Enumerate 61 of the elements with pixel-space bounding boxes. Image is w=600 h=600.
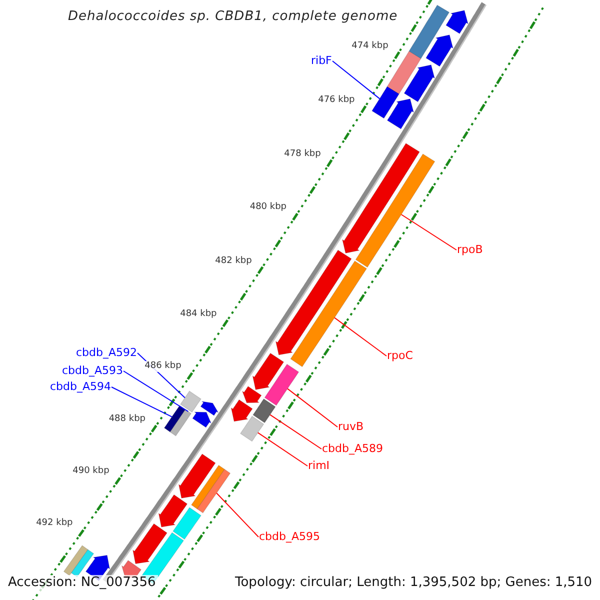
scale-label: 474 kbp <box>352 41 388 52</box>
gene-feature <box>158 494 188 528</box>
gene-label: ruvB <box>338 420 364 434</box>
gene-feature <box>230 399 253 422</box>
gene-label: ribF <box>311 54 332 68</box>
gene-feature <box>408 4 450 60</box>
gene-feature <box>426 34 454 67</box>
gene-feature <box>252 398 276 424</box>
gene-feature <box>355 154 436 268</box>
gene-feature <box>170 409 192 436</box>
scale-label: 480 kbp <box>250 202 287 213</box>
gene-feature <box>70 549 94 578</box>
scale-label: 476 kbp <box>318 95 355 106</box>
leader-line <box>216 492 259 538</box>
leader-line <box>332 60 380 100</box>
gene-feature <box>386 98 414 130</box>
gene-feature <box>164 405 186 432</box>
scale-label: 486 kbp <box>144 361 182 372</box>
genome-stats-text: Topology: circular; Length: 1,395,502 bp; Genes: 1,510 <box>233 575 594 592</box>
gene-feature <box>180 390 202 413</box>
gene-label: rpoB <box>457 244 483 256</box>
gene-feature <box>192 412 212 428</box>
gene-label: rpoC <box>387 350 413 362</box>
gene-feature <box>200 401 219 416</box>
gene-feature <box>264 364 300 406</box>
scale-label: 482 kbp <box>215 256 252 266</box>
accession-text: Accession: NC_007356 <box>6 575 158 592</box>
gene-feature <box>404 64 436 102</box>
scale-label: 478 kbp <box>284 148 321 160</box>
gene-label: rimI <box>308 460 330 472</box>
gene-label: cbdb_A593 <box>62 364 124 378</box>
gene-feature <box>172 507 202 540</box>
gene-label: cbdb_A589 <box>322 442 384 456</box>
gene-feature <box>290 260 368 368</box>
gene-feature <box>372 86 400 119</box>
leader-line <box>270 414 322 450</box>
leader-line <box>123 370 189 412</box>
gene-feature <box>342 142 420 254</box>
gene-feature <box>190 464 225 510</box>
gene-feature <box>386 50 422 94</box>
gene-feature <box>275 250 352 356</box>
leader-line <box>287 388 338 428</box>
gene-feature <box>132 523 168 564</box>
gene-label: cbdb_A595 <box>259 530 320 544</box>
gene-feature <box>242 386 262 404</box>
gene-feature <box>252 352 284 390</box>
scale-label: 484 kbp <box>180 308 217 320</box>
leader-line <box>257 432 308 466</box>
gene-feature <box>240 416 264 442</box>
leader-line <box>334 317 387 356</box>
gene-label: cbdb_A592 <box>76 346 138 360</box>
gene-feature <box>178 454 216 498</box>
leader-line <box>400 214 457 250</box>
leader-line <box>111 386 172 418</box>
gene-feature <box>63 545 88 576</box>
scale-label: 488 kbp <box>108 414 146 424</box>
gene-feature <box>196 468 231 514</box>
scale-label: 490 kbp <box>72 466 110 477</box>
gene-feature <box>446 10 468 34</box>
gene-label: cbdb_A594 <box>50 380 112 394</box>
scale-label: 492 kbp <box>36 518 73 529</box>
